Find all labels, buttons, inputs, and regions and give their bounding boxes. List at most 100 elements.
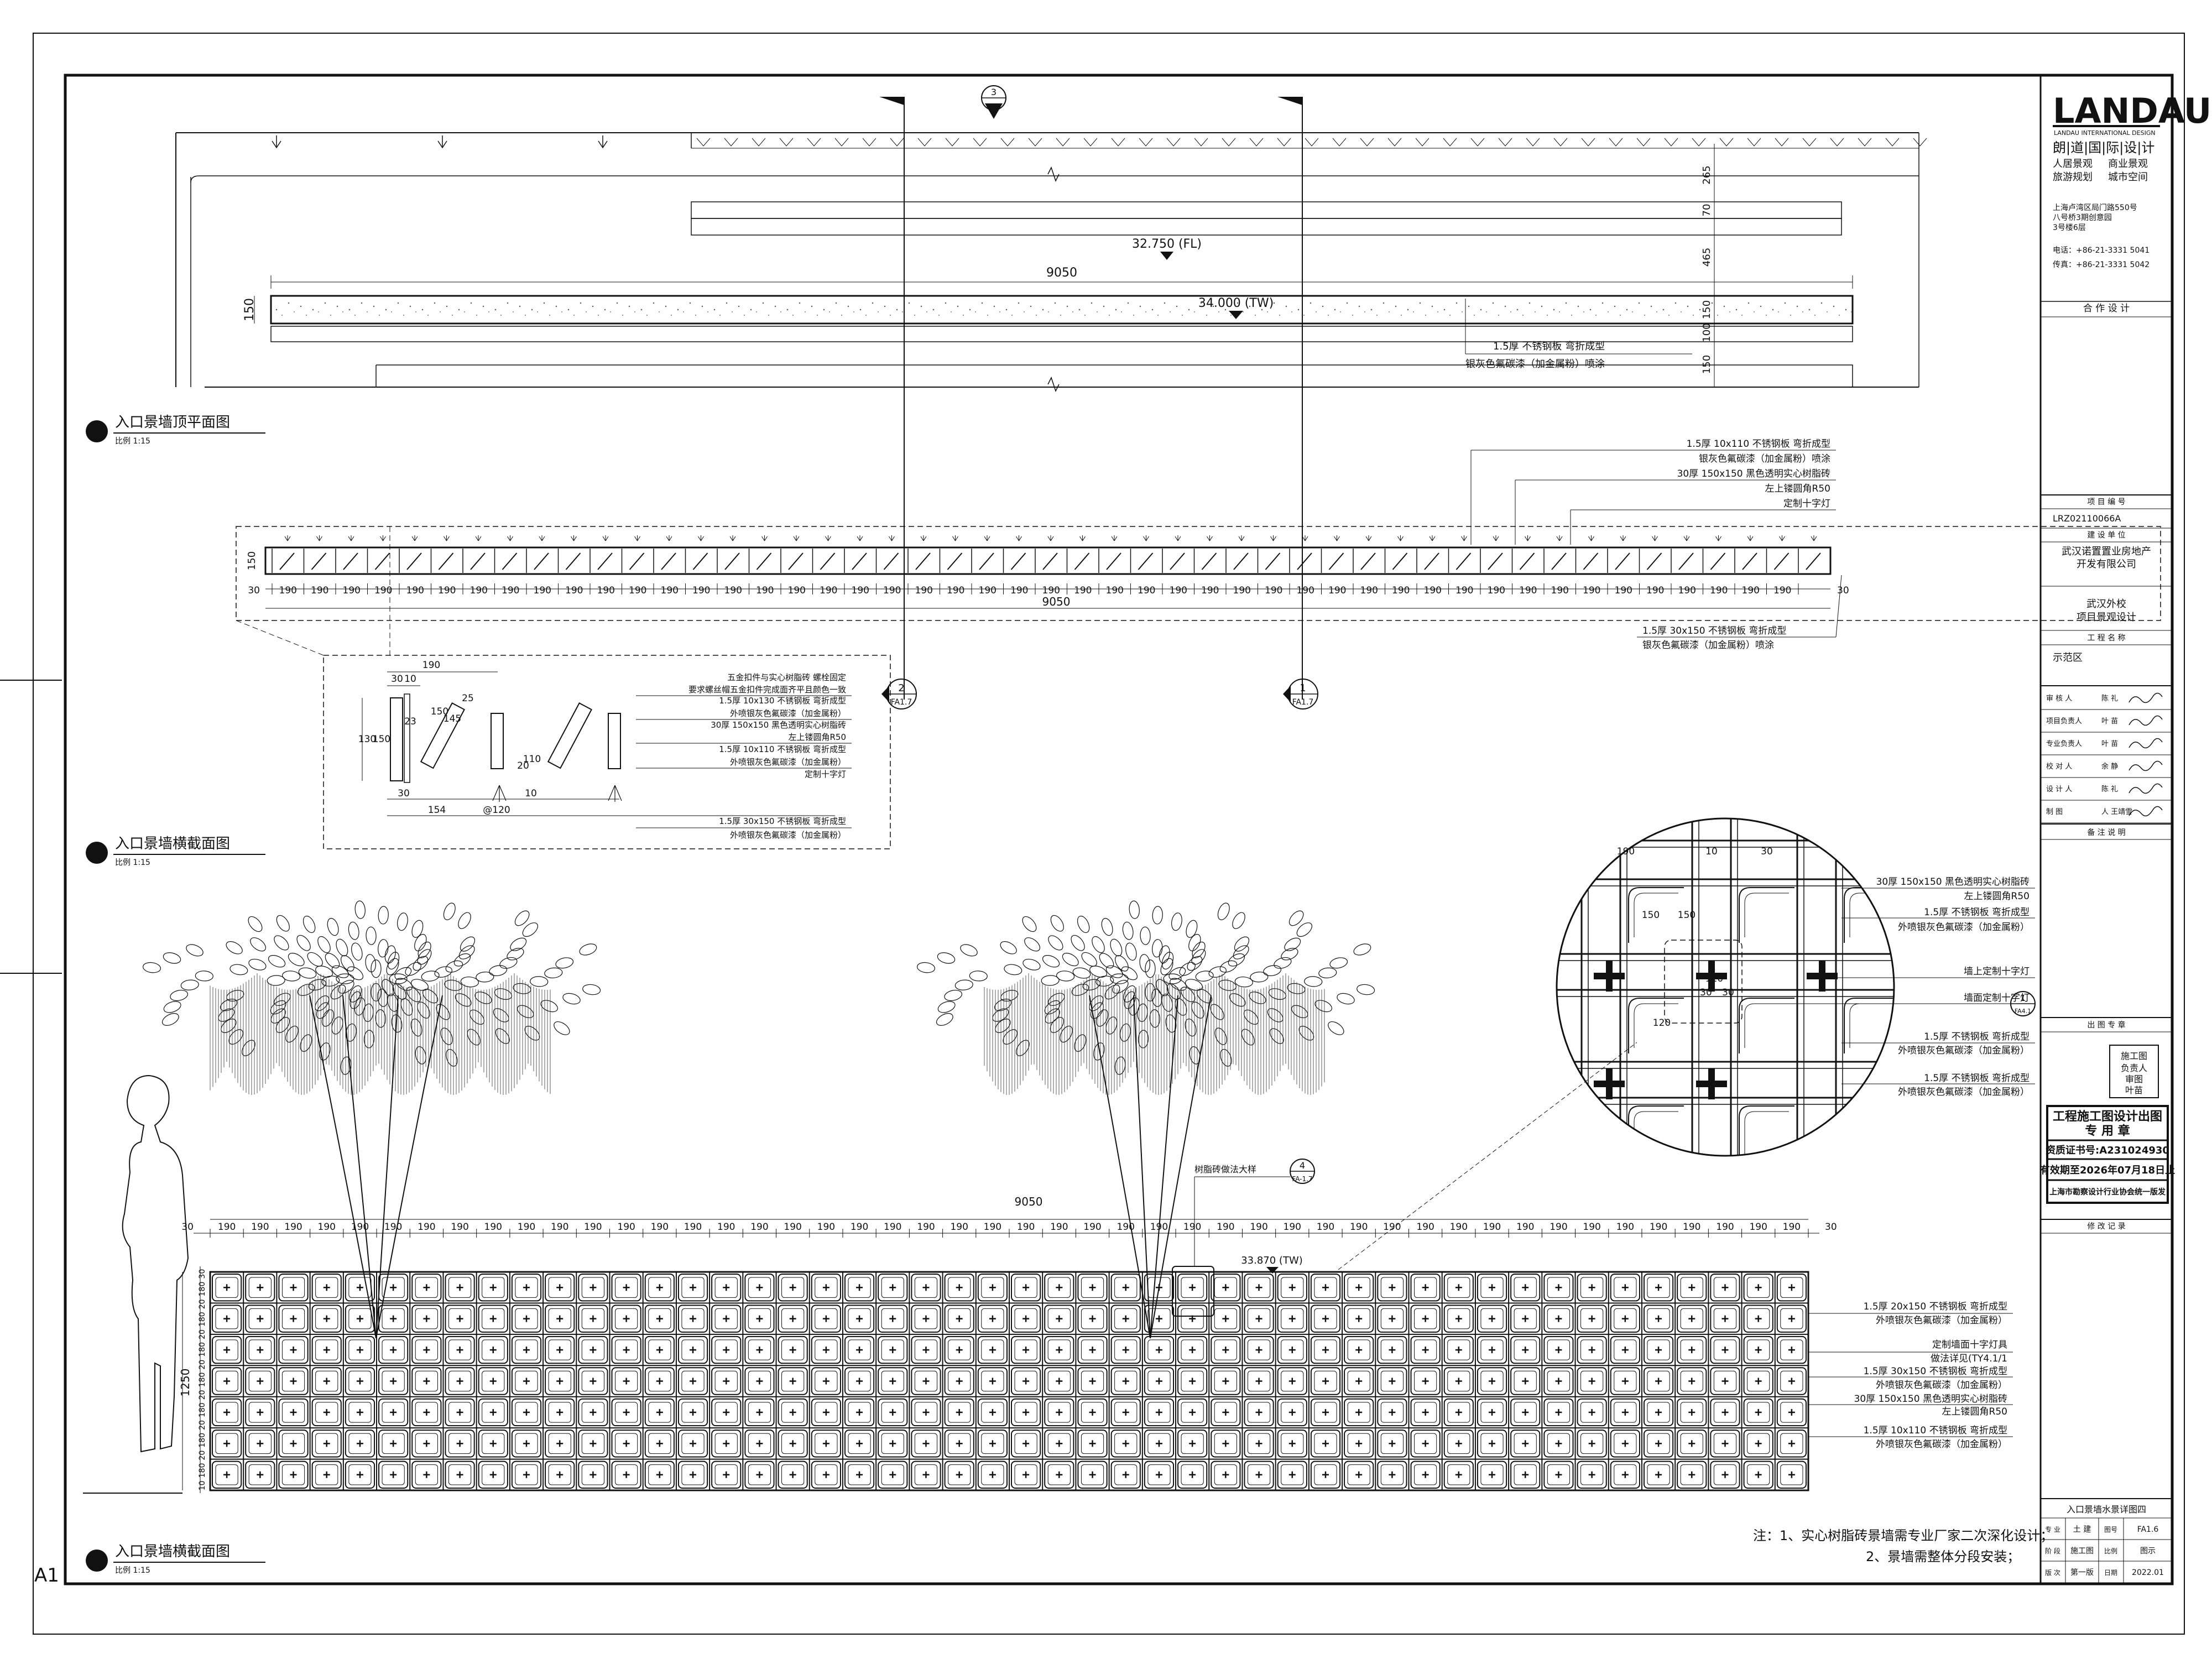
stipple-dot [1498,315,1499,316]
stipple-dot [1255,315,1256,316]
strip-module [557,535,581,573]
resin-brick [1377,1335,1407,1364]
stipple-dot [1030,305,1032,307]
resin-brick [411,1367,442,1395]
section-marker-3[interactable]: 3 [981,85,1006,119]
plan-right-dim: 265 [1701,165,1713,184]
stipple-dot [1011,315,1013,316]
tb-row-label: 图号 [2104,1526,2117,1533]
resin-brick [1177,1460,1208,1489]
stipple-dot [1608,311,1609,312]
resin-brick [1377,1274,1407,1302]
resin-brick [278,1274,309,1302]
stipple-dot [750,309,752,311]
stipple-dot [859,309,862,311]
stipple-dot [1644,315,1645,316]
stipple-dot [823,309,825,311]
stipple-dot [1559,311,1560,312]
strip-module [1289,535,1312,573]
resin-brick [478,1398,508,1427]
resin-brick [1643,1398,1674,1427]
sign-row-name: 陈 礼 [2101,694,2118,703]
resin-brick [1277,1335,1307,1364]
elev-module-dim: 190 [284,1222,302,1233]
stipple-dot [646,315,648,316]
detail-marker-4[interactable]: 树脂砖做法大样 4 FA-1.7 [1172,1159,1315,1317]
resin-brick [1710,1430,1740,1458]
resin-brick [212,1335,242,1364]
resin-brick [811,1335,841,1364]
stipple-dot [367,311,368,312]
stipple-dot [665,305,667,307]
stipple-dot [1285,305,1287,307]
resin-brick [1310,1460,1341,1489]
stipple-dot [610,311,611,312]
detail-note: 1.5厚 30x150 不锈钢板 弯折成型 [719,816,846,826]
resin-brick [1776,1460,1807,1489]
stipple-dot [1066,305,1068,307]
elev-module-dim: 190 [717,1222,735,1233]
strip-module-dim: 190 [1265,585,1282,596]
resin-brick [1310,1367,1341,1395]
elev-row-dim: 20 [198,1329,207,1339]
strip-module [589,535,613,573]
svg-text:出 图 专 章: 出 图 专 章 [2087,1020,2125,1030]
stipple-dot [963,315,964,316]
stipple-dot [1668,315,1670,316]
stipple-dot [1820,302,1823,304]
stipple-dot [780,311,781,312]
resin-brick [545,1460,575,1489]
resin-brick [1643,1335,1674,1364]
resin-brick [1677,1367,1707,1395]
tb-row-value: 图示 [2140,1547,2156,1556]
stipple-dot [1243,311,1244,312]
signature [2128,783,2163,794]
resin-brick [1643,1430,1674,1458]
resin-brick [1710,1274,1740,1302]
stipple-dot [1005,309,1008,311]
svg-text:1: 1 [2020,993,2026,1003]
stipple-dot [1370,309,1373,311]
detail-dim: 20 [517,760,529,771]
resin-brick [545,1430,575,1458]
strip-module-dim: 190 [343,585,361,596]
resin-brick [1110,1430,1141,1458]
stipple-dot [792,315,794,316]
resin-brick [445,1460,475,1489]
resin-brick [711,1460,742,1489]
resin-brick [911,1274,941,1302]
stipple-dot [1705,311,1706,312]
resin-brick [1177,1430,1208,1458]
stipple-dot [981,302,983,304]
resin-brick [1277,1398,1307,1427]
stipple-dot [768,315,769,316]
cut-marker-2[interactable]: 2 FA1.7 [881,679,917,709]
stipple-dot [1614,305,1616,307]
elev-row-dim: 20 [198,1451,207,1460]
stipple-dot [288,302,290,304]
resin-brick [1144,1305,1175,1333]
resin-brick [1477,1305,1507,1333]
resin-brick [1743,1367,1773,1395]
strip-module [717,535,740,573]
resin-brick [1377,1398,1407,1427]
drawing-name: 入口景墙水景详图四 [2067,1504,2146,1515]
circle-marker-1[interactable]: 1 FA4.1 [2010,991,2036,1016]
elev-module-dim: 190 [418,1222,435,1233]
resin-brick [245,1274,275,1302]
resin-brick [1377,1367,1407,1395]
resin-brick [511,1367,542,1395]
stipple-dot [1796,305,1798,307]
strip-module-dim: 190 [820,585,837,596]
strip-module [844,535,867,573]
strip-module-dim: 190 [1360,585,1378,596]
strip-module [1384,535,1408,573]
resin-brick [811,1398,841,1427]
elev-row-dim: 180 [198,1433,207,1448]
elev-tw-level: 33.870 (TW) [1241,1255,1303,1266]
resin-brick [778,1430,808,1458]
cut-marker-1[interactable]: 1 FA1.7 [1283,679,1318,709]
tb-row-value: 第一版 [2070,1568,2094,1577]
elev-note: 1.5厚 10x110 不锈钢板 弯折成型 [1864,1425,2007,1436]
